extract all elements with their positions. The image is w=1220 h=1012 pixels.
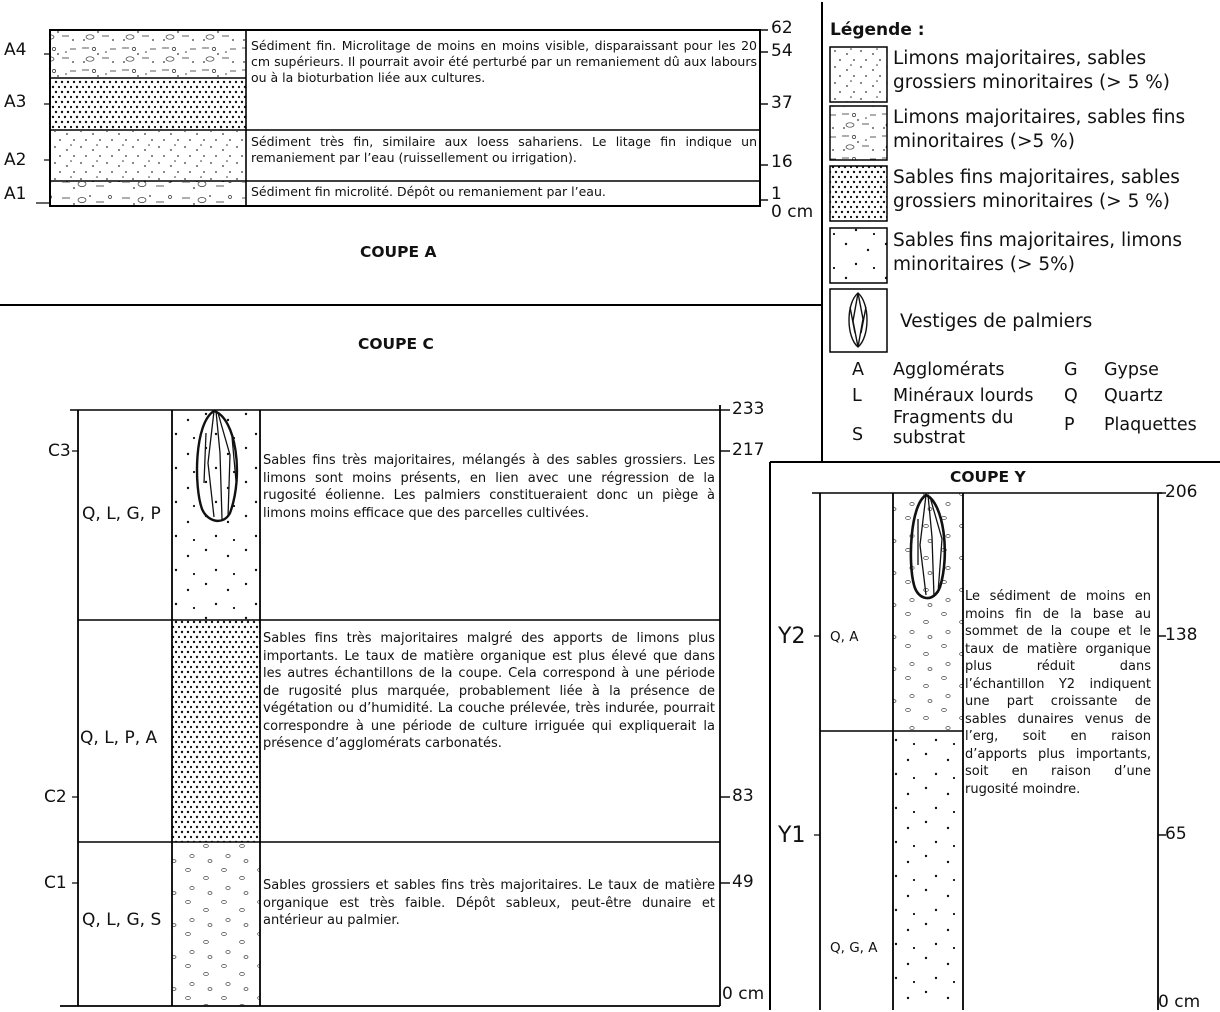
depth-tick: 206 (1165, 482, 1198, 502)
legend-item: Vestiges de palmiers (900, 311, 1093, 332)
depth-tick: 49 (732, 872, 754, 892)
legend-item: Sables fins majoritaires, limons minorit… (893, 230, 1183, 275)
minerals-c1: Q, L, G, S (82, 910, 162, 930)
depth-tick: 37 (771, 93, 793, 113)
legend-title: Légende : (830, 20, 925, 40)
depth-tick: 0 cm (771, 202, 814, 222)
abbr-code: S (852, 425, 864, 445)
legend-item: Limons majoritaires, sables grossiers mi… (893, 48, 1171, 93)
abbr-code: G (1064, 360, 1078, 380)
layer-label-c3: C3 (48, 441, 71, 461)
layer-label-c2: C2 (44, 787, 67, 807)
layer-label-y2: Y2 (778, 624, 806, 649)
layer-desc-a2: Sédiment très fin, similaire aux loess s… (251, 134, 757, 165)
abbr-text: Fragments du substrat (893, 408, 1014, 448)
minerals-y1: Q, G, A (830, 940, 878, 956)
minerals-c3: Q, L, G, P (82, 504, 161, 524)
depth-tick: 0 cm (722, 984, 765, 1004)
depth-tick: 1 (771, 184, 782, 204)
depth-tick: 65 (1165, 824, 1187, 844)
depth-tick: 233 (732, 399, 765, 419)
abbr-code: P (1064, 415, 1075, 435)
depth-tick: 62 (771, 18, 793, 38)
legend-item: Sables fins majoritaires, sables grossie… (893, 167, 1180, 212)
layer-label-a3: A3 (4, 92, 27, 112)
legend-item: Limons majoritaires, sables fins minorit… (893, 107, 1186, 152)
depth-tick: 16 (771, 152, 793, 172)
abbr-code: A (852, 360, 864, 380)
layer-label-y1: Y1 (778, 823, 806, 848)
minerals-y2: Q, A (830, 629, 859, 645)
layer-desc-c3: Sables fins très majoritaires, mélangés … (263, 453, 715, 521)
abbr-text: Agglomérats (893, 360, 1005, 380)
depth-tick: 138 (1165, 625, 1198, 645)
layer-desc-c1: Sables grossiers et sables fins très maj… (263, 878, 715, 928)
abbr-text: Plaquettes (1104, 415, 1197, 435)
section-desc-y: Le sédiment de moins en moins fin de la … (965, 589, 1151, 797)
abbr-text: Quartz (1104, 386, 1163, 406)
layer-label-a1: A1 (4, 184, 27, 204)
section-title-c: COUPE C (358, 335, 434, 353)
layer-label-c1: C1 (44, 873, 67, 893)
layer-label-a2: A2 (4, 150, 27, 170)
depth-tick: 217 (732, 440, 765, 460)
depth-tick: 83 (732, 786, 754, 806)
minerals-c2: Q, L, P, A (80, 728, 158, 748)
depth-tick: 54 (771, 41, 793, 61)
layer-desc-a1: Sédiment fin microlité. Dépôt ou remanie… (251, 184, 606, 199)
abbr-text: Minéraux lourds (893, 386, 1034, 406)
layer-desc-a4: Sédiment fin. Microlitage de moins en mo… (251, 38, 757, 85)
abbr-code: L (852, 386, 862, 406)
layer-desc-c2: Sables fins très majoritaires malgré des… (263, 631, 715, 751)
section-title-a: COUPE A (360, 243, 437, 261)
section-title-y: COUPE Y (950, 468, 1026, 486)
abbr-code: Q (1064, 386, 1078, 406)
layer-label-a4: A4 (4, 40, 27, 60)
abbr-text: Gypse (1104, 360, 1159, 380)
depth-tick: 0 cm (1158, 992, 1201, 1012)
